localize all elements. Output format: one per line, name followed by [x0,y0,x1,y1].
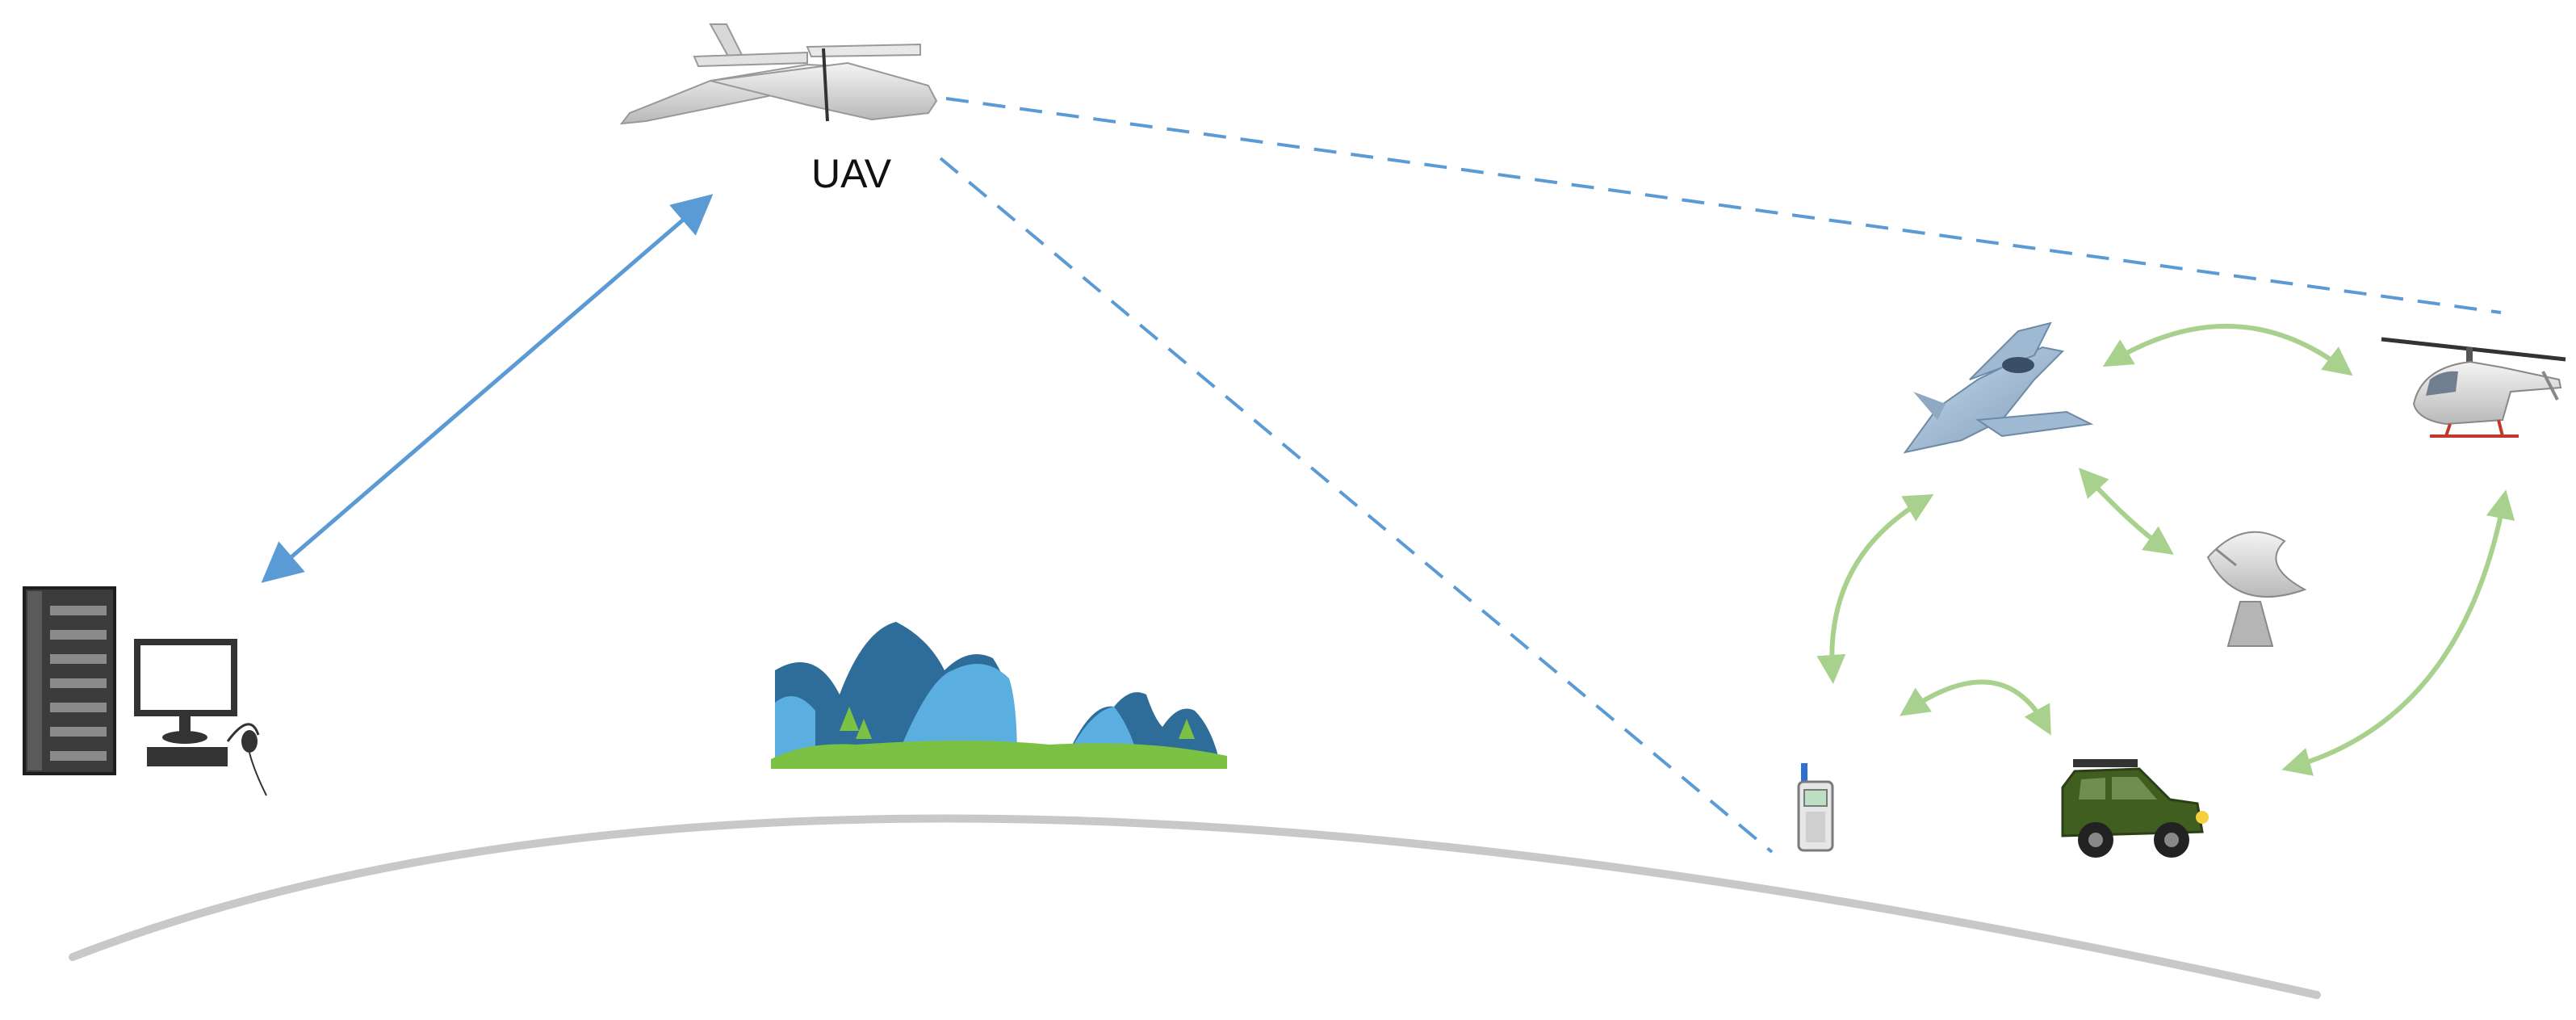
handset-vehicle-link-arrow [1900,679,2051,736]
jeep-icon [2061,759,2209,858]
fighter-helicopter-link-arrow [2102,323,2353,376]
satellite-dish-icon [2206,531,2307,647]
uav-label: UAV [811,151,892,196]
mesh-network-arrows [1816,323,2515,776]
uav-drone-icon [619,23,938,125]
helicopter-icon [2381,337,2566,438]
fighter-dish-link-arrow [2078,468,2174,555]
earth-surface-curve [69,814,2321,999]
helicopter-vehicle-link-arrow [2281,489,2515,776]
uav-handset-dashed-link [939,157,1774,854]
server-rack-icon [23,586,116,775]
uav-ground-link-arrow [261,194,714,583]
desktop-computer-icon [134,639,267,796]
fighter-jet-icon [1903,321,2094,454]
fighter-handset-link-arrow [1816,494,1934,684]
radio-handset-icon [1797,763,1834,852]
uav-helicopter-dashed-link [945,97,2502,314]
mountains-icon [771,622,1227,769]
